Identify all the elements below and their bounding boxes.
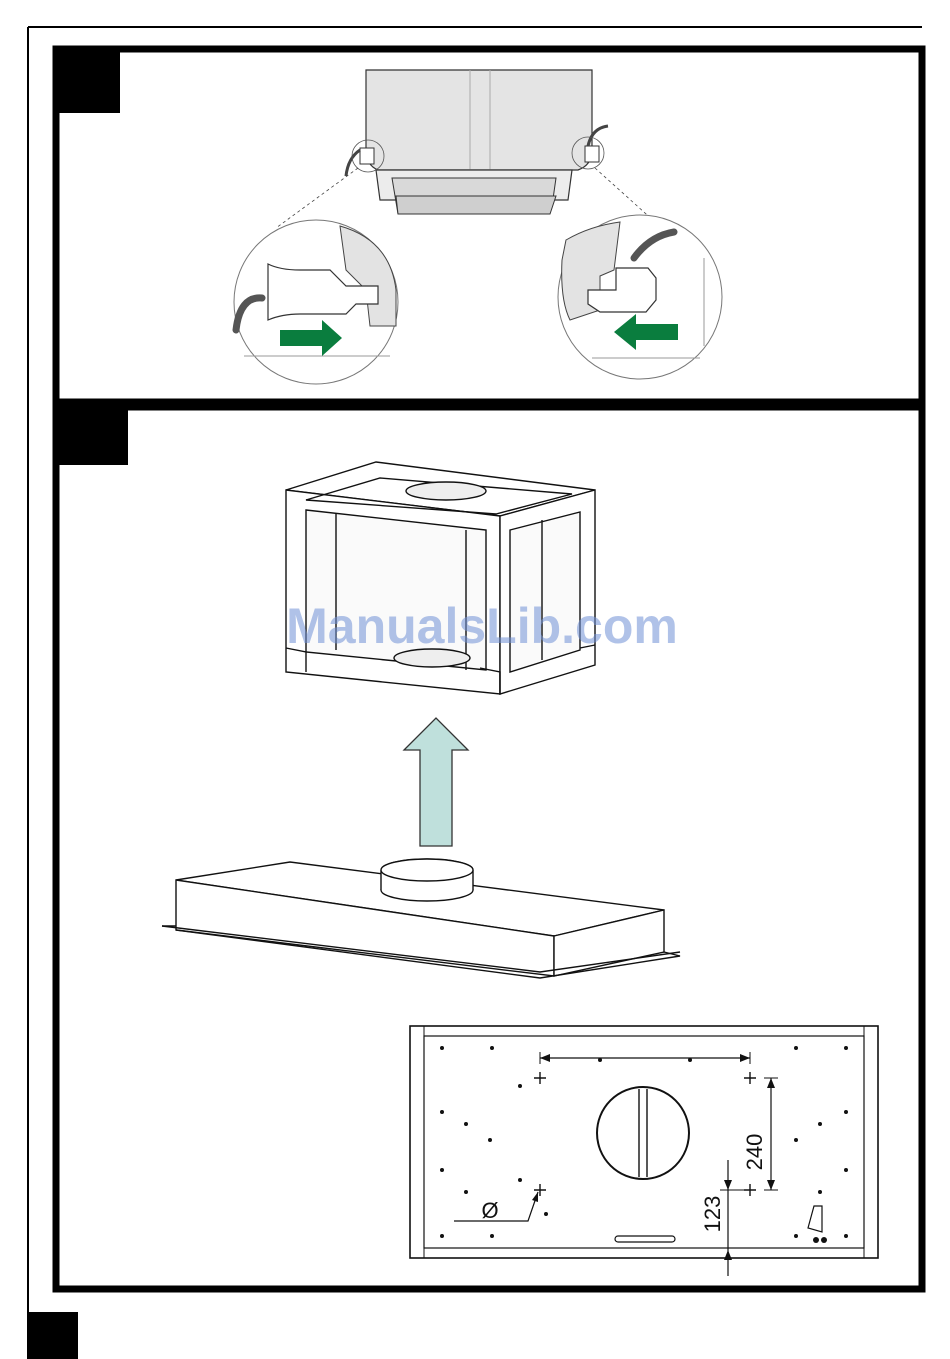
outlet-circle — [597, 1087, 689, 1179]
diameter-symbol-label: Ø — [481, 1198, 498, 1223]
panel-top — [56, 49, 922, 402]
panel-bottom: 240 123 Ø — [56, 407, 922, 1289]
dimension-123-label: 123 — [700, 1196, 725, 1233]
detail-circle-left — [234, 220, 398, 384]
hood-side-view — [276, 70, 655, 228]
dimension-240-label: 240 — [742, 1134, 767, 1171]
page-number-block — [28, 1312, 78, 1359]
mounting-frame — [286, 462, 595, 694]
insert-up-arrow — [404, 718, 468, 846]
step-number-block-bottom — [56, 407, 128, 465]
detail-circle-right — [558, 215, 722, 379]
step-number-block-top — [56, 49, 120, 113]
hood-insert-body — [162, 859, 680, 978]
watermark-text: ManualsLib.com — [286, 598, 678, 654]
bottom-plan-view: 240 123 Ø — [410, 1026, 878, 1276]
